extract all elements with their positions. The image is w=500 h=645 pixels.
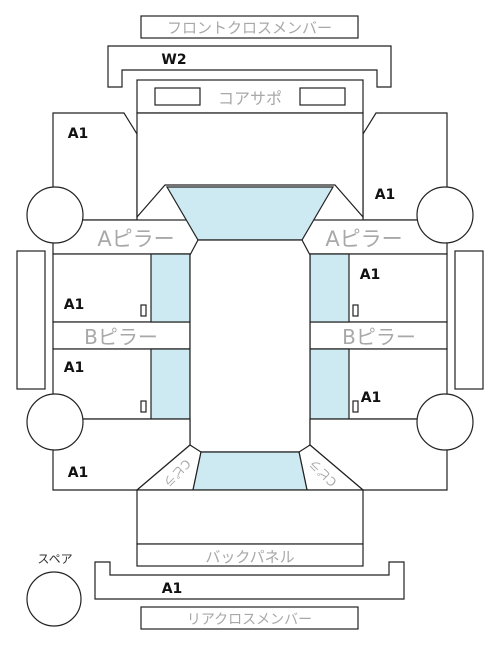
a1-label-front-left-door: A1 [64,297,85,313]
a1-label-front-right-fender: A1 [375,187,396,203]
rear-left-door-handle [140,400,147,413]
rear-cross-member-label: リアクロスメンバー [187,612,312,628]
front-left-door-handle [140,304,147,317]
roof-panel [189,239,311,453]
rear-right-side-window [309,348,350,420]
rear-right-wheel [416,393,474,451]
w2-label: W2 [161,52,186,68]
back-panel-label: バックパネル [205,548,294,566]
core-support-left-slot [154,87,201,106]
back-panel-box [136,543,364,567]
a1-label-rear-bracket: A1 [162,581,183,597]
right-side-sill [454,250,484,390]
front-left-wheel [26,186,84,244]
rear-right-door-handle [352,400,359,413]
a1-label-front-left-fender: A1 [68,126,89,142]
trunk-lid [136,489,364,545]
rear-left-side-window [150,348,191,420]
a1-label-front-right-door: A1 [360,267,381,283]
spare-label: スペア [37,552,72,566]
front-right-wheel [416,186,474,244]
a1-label-rear-left-quarter: A1 [68,465,89,481]
front-right-door-handle [352,304,359,317]
a-pillar-right-label: Aピラー [325,227,402,251]
rear-left-wheel [26,393,84,451]
front-right-side-window [309,253,350,323]
spare-wheel [26,571,82,627]
a1-label-rear-right-door: A1 [361,390,382,406]
core-support-label: コアサポ [218,89,282,108]
rear-window [192,451,308,491]
front-left-side-window [150,253,191,323]
hood-panel [136,112,364,219]
a1-label-rear-left-door: A1 [64,360,85,376]
left-side-sill [16,250,46,390]
rear-cross-member-box [140,606,359,630]
b-pillar-right-label: Bピラー [342,325,416,349]
a-pillar-left-label: Aピラー [97,227,174,251]
rear-a1-bracket [94,561,405,600]
core-support-right-slot [299,87,346,106]
front-cross-member-label: フロントクロスメンバー [167,19,332,37]
b-pillar-left-label: Bピラー [84,325,158,349]
w2-bracket [107,45,392,88]
front-cross-member-box [140,15,359,39]
